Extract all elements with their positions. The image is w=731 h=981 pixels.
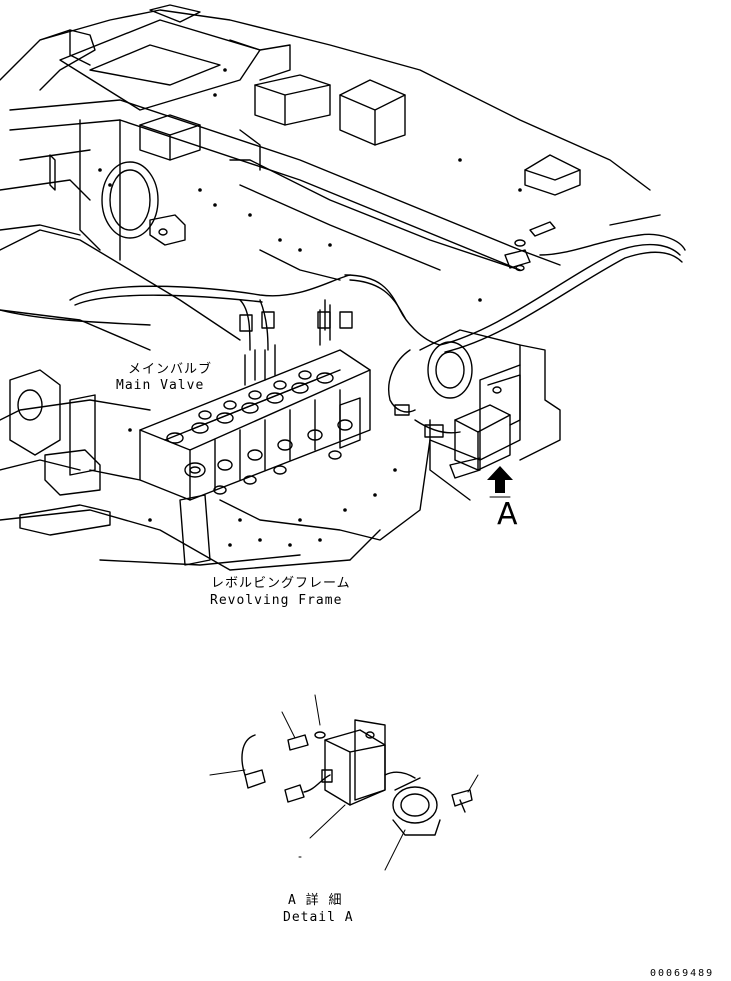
revolving-frame-label-jp: レボルビングフレーム [211, 576, 351, 591]
view-arrow-a [487, 466, 513, 498]
main-valve-label-en: Main Valve [116, 378, 205, 393]
solenoid-assembly-upper [394, 374, 521, 479]
view-letter-a: A [497, 497, 518, 532]
revolving-frame-label-en: Revolving Frame [210, 593, 343, 608]
detail-a-label-en: Detail A [283, 910, 354, 925]
main-valve-drawing [139, 304, 371, 501]
wiring-harness [0, 214, 686, 434]
detail-a-drawing [209, 694, 479, 871]
bolt-upper [504, 221, 556, 272]
drawing-number: 00069489 [650, 968, 715, 979]
detail-a-label-jp: A 詳 細 [288, 893, 343, 908]
main-valve-label-jp: メインバルブ [128, 362, 213, 377]
revolving-frame-drawing [0, 4, 651, 571]
